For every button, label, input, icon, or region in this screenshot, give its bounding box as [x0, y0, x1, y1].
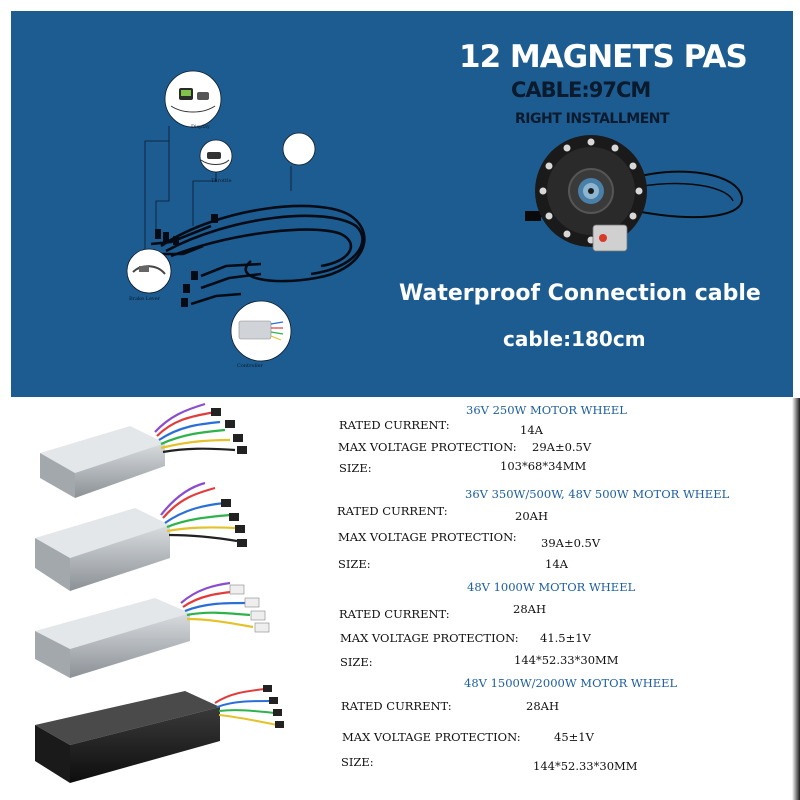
size-value: 103*68*34MM — [500, 459, 587, 473]
spec-panel: 36V 250W MOTOR WHEEL RATED CURRENT: 14A … — [0, 398, 800, 800]
rated-current-value: 14A — [520, 423, 543, 437]
waterproof-cable-length: cable:180cm — [503, 327, 646, 351]
controller-image-1000w — [35, 581, 270, 678]
controller-image-500w — [35, 481, 247, 591]
rated-current-value: 28AH — [526, 699, 559, 713]
max-voltage-value: 45±1V — [554, 730, 594, 744]
max-voltage-value: 29A±0.5V — [532, 440, 592, 454]
rated-current-value: 20AH — [515, 509, 548, 523]
size-label: SIZE: — [339, 461, 372, 475]
section-heading: 36V 250W MOTOR WHEEL — [466, 403, 627, 417]
max-voltage-value: 41.5±1V — [540, 631, 591, 645]
section-heading: 48V 1500W/2000W MOTOR WHEEL — [464, 676, 678, 690]
max-voltage-value: 39A±0.5V — [541, 536, 601, 550]
rated-current-label: RATED CURRENT: — [339, 607, 450, 621]
section-heading: 48V 1000W MOTOR WHEEL — [467, 580, 636, 594]
display-node — [164, 70, 222, 128]
size-value: 144*52.33*30MM — [514, 653, 619, 667]
waterproof-caption: Waterproof Connection cable — [399, 281, 761, 306]
display-label: Display — [191, 124, 210, 130]
right-edge-shadow — [792, 398, 800, 800]
size-label: SIZE: — [338, 557, 371, 571]
rated-current-label: RATED CURRENT: — [339, 418, 450, 432]
empty-node — [282, 132, 316, 166]
throttle-label: Throttle — [211, 178, 232, 184]
controller-image-2000w — [35, 685, 284, 783]
rated-current-value: 28AH — [513, 602, 546, 616]
pas-cable-length: CABLE:97CM — [511, 78, 651, 102]
max-voltage-label: MAX VOLTAGE PROTECTION: — [338, 440, 517, 454]
brake-lever-label: Brake Lever — [129, 296, 161, 302]
wiring-harness-diagram — [126, 70, 366, 362]
controller-label: Controller — [237, 363, 264, 369]
size-label: SIZE: — [341, 755, 374, 769]
controller-node — [230, 300, 292, 362]
controller-images — [35, 402, 284, 783]
controller-image-250w — [40, 402, 247, 498]
size-label: SIZE: — [340, 655, 373, 669]
pas-title: 12 MAGNETS PAS — [459, 39, 748, 75]
rated-current-label: RATED CURRENT: — [341, 699, 452, 713]
max-voltage-label: MAX VOLTAGE PROTECTION: — [342, 730, 521, 744]
section-heading: 36V 350W/500W, 48V 500W MOTOR WHEEL — [465, 487, 730, 501]
max-voltage-label: MAX VOLTAGE PROTECTION: — [338, 530, 517, 544]
rated-current-label: RATED CURRENT: — [337, 504, 448, 518]
throttle-node — [199, 139, 233, 173]
size-value: 144*52.33*30MM — [533, 759, 638, 773]
max-voltage-label: MAX VOLTAGE PROTECTION: — [340, 631, 519, 645]
top-banner: Display Throttle Brake Lever Controller … — [11, 11, 793, 397]
brake-lever-node — [126, 248, 172, 294]
pas-installation: RIGHT INSTALLMENT — [515, 111, 670, 127]
size-value: 14A — [545, 557, 568, 571]
pas-sensor-illustration — [525, 135, 744, 252]
